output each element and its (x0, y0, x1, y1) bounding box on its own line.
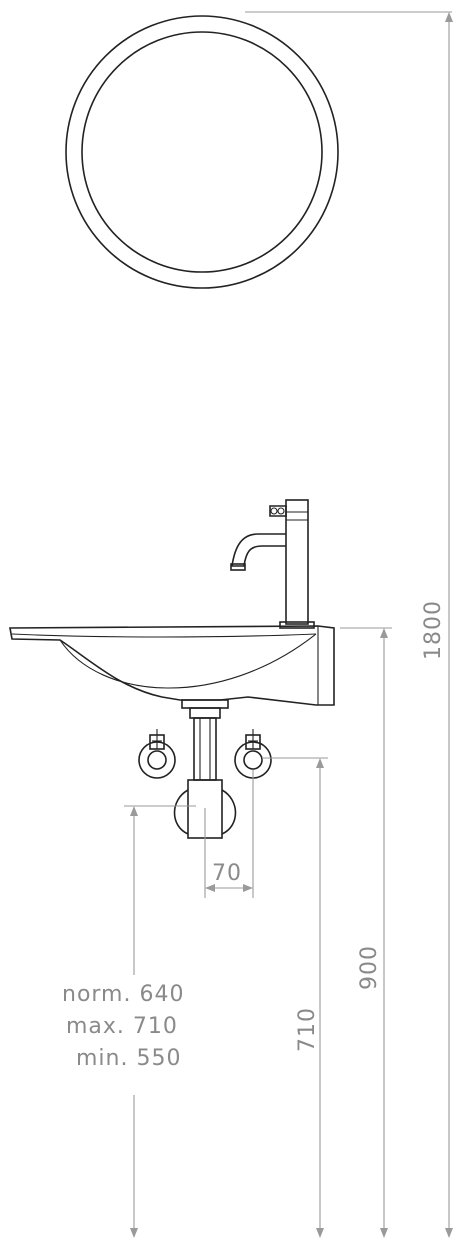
trap-height-max-label: max. 710 (66, 1014, 178, 1039)
dimension-900-label: 900 (357, 945, 382, 990)
dimension-900: 900 (340, 627, 392, 1238)
dimension-70-label: 70 (212, 861, 242, 886)
dimension-70: 70 (204, 770, 254, 898)
dimension-710: 710 (262, 757, 328, 1238)
dimension-710-label: 710 (295, 1007, 320, 1052)
dimension-1800-label: 1800 (421, 600, 446, 660)
dimension-1800: 1800 (245, 11, 453, 1238)
trap-height-min-label: min. 550 (76, 1046, 181, 1071)
round-mirror (65, 15, 339, 289)
dimension-trap-height: norm. 640 max. 710 min. 550 (62, 805, 196, 1238)
trap-height-norm-label: norm. 640 (62, 982, 184, 1007)
left-wall-valve (138, 729, 176, 779)
washbasin (9, 625, 335, 709)
faucet (230, 499, 315, 629)
